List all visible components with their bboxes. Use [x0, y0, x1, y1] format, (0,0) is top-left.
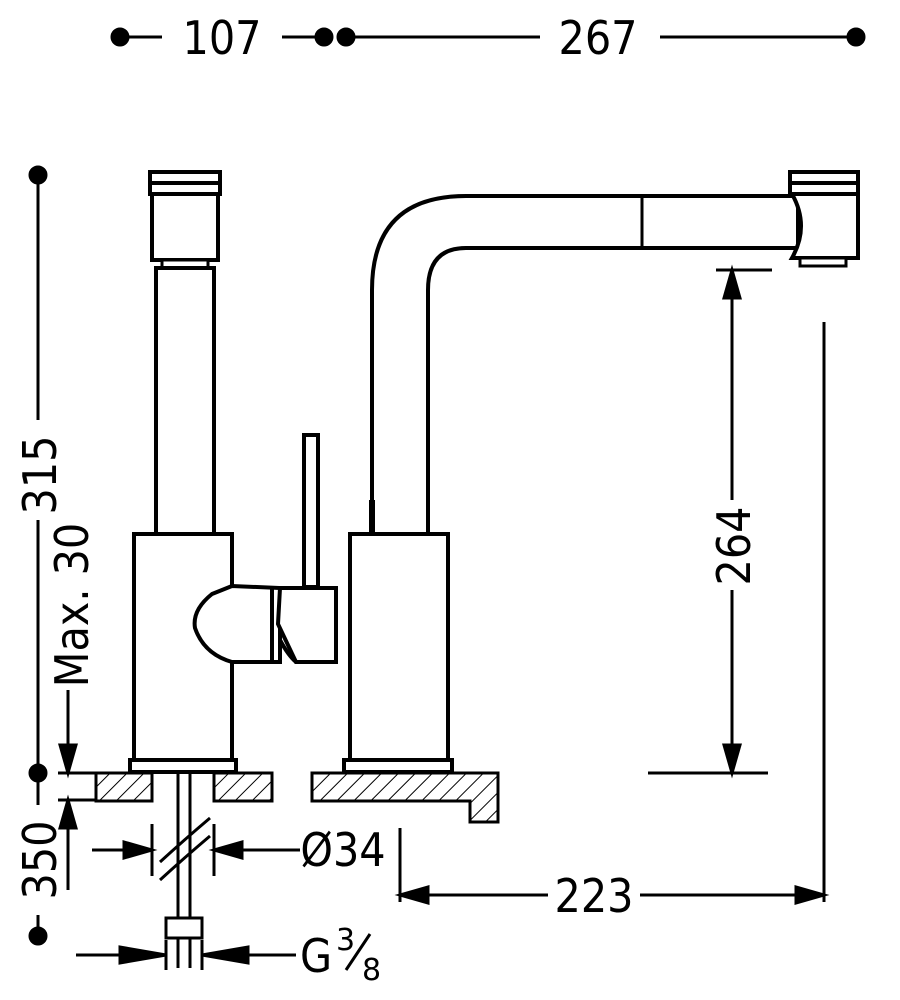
- spray-head: [788, 192, 860, 260]
- dim-label-d34: Ø34: [300, 823, 385, 877]
- dim-label-315: 315: [13, 436, 67, 515]
- dim-label-264: 264: [707, 507, 761, 586]
- column-head: [150, 192, 220, 262]
- spout-tube: [370, 194, 800, 536]
- dim-label-max-30: Max. 30: [45, 523, 99, 687]
- dim-label-267: 267: [559, 11, 638, 65]
- column-shaft: [154, 266, 216, 536]
- dim-spout-height: [648, 264, 772, 779]
- dim-endpoint-dot: [28, 763, 48, 783]
- supply-hose: [158, 772, 211, 968]
- lever-handle: [275, 433, 338, 664]
- dim-endpoint-dot: [846, 27, 866, 47]
- dim-left-height: [28, 165, 96, 946]
- dim-top-width: [110, 27, 866, 47]
- counter-hatch-mid: [212, 771, 274, 803]
- dim-label-thread-den: 8: [362, 953, 381, 988]
- faucet-spout: [342, 170, 860, 774]
- thread-fraction-bar: [344, 933, 372, 971]
- dim-label-223: 223: [555, 869, 634, 923]
- dim-label-thread-num: 3: [336, 923, 355, 958]
- countertop-section: [94, 771, 500, 824]
- dim-endpoint-dot: [28, 165, 48, 185]
- dim-thread: [76, 940, 296, 970]
- dim-endpoint-dot: [314, 27, 334, 47]
- faucet-left-column: [128, 170, 282, 774]
- dim-endpoint-dot: [110, 27, 130, 47]
- lever-stick: [302, 433, 320, 589]
- dim-spout-reach: [394, 322, 830, 905]
- counter-hatch-right: [310, 771, 500, 824]
- dim-endpoint-dot: [336, 27, 356, 47]
- base-plate-right: [342, 758, 454, 774]
- hose-fitting: [164, 916, 204, 940]
- mixer-body-right: [348, 532, 450, 762]
- dim-hole-diameter: [92, 824, 300, 876]
- dim-label-107: 107: [183, 11, 262, 65]
- counter-hatch-left: [94, 771, 154, 803]
- aerator-right: [798, 256, 848, 268]
- dim-endpoint-dot: [28, 926, 48, 946]
- lever-block: [275, 586, 338, 664]
- base-plate-left: [128, 758, 238, 774]
- lever-knob: [192, 583, 282, 664]
- dim-label-350: 350: [13, 821, 67, 900]
- dim-label-thread-g: G: [300, 929, 332, 983]
